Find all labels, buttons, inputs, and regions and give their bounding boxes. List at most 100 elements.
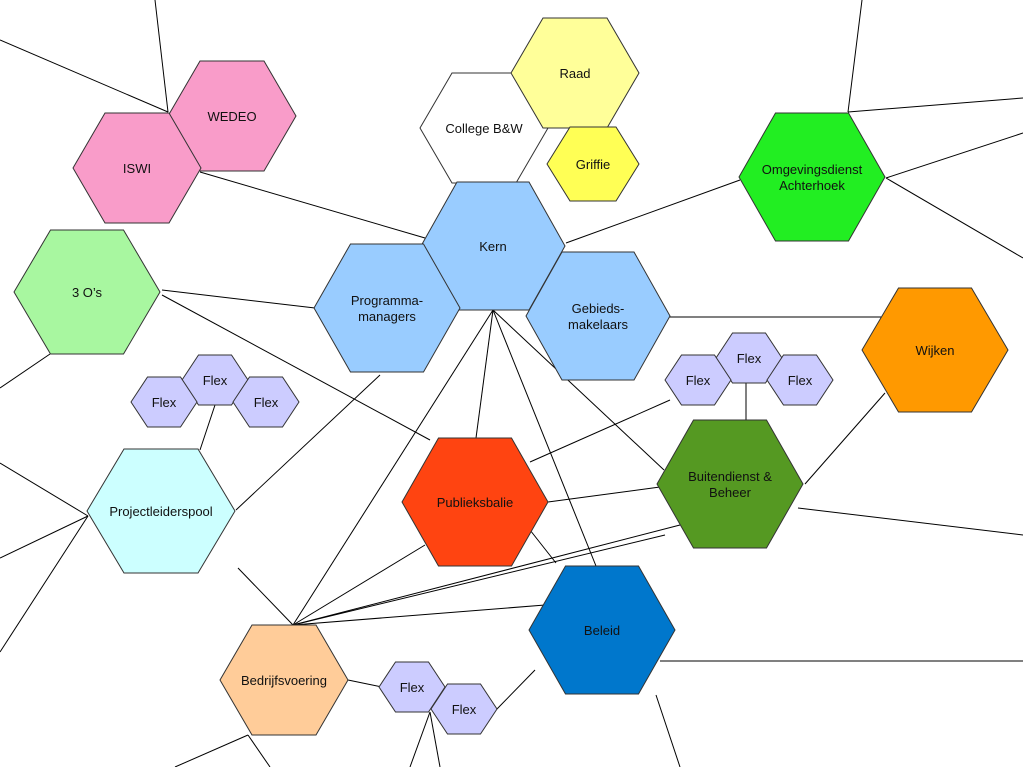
- node-label: Wijken: [915, 343, 954, 358]
- node-label: College B&W: [445, 121, 523, 136]
- hexagon-shape: [510, 17, 640, 129]
- connector: [797, 507, 1023, 536]
- node-label: Kern: [479, 239, 506, 254]
- node-flex-bd-top: Flex: [715, 332, 783, 384]
- connector: [565, 179, 741, 244]
- hexagon-shape: [546, 126, 640, 202]
- connector: [655, 694, 681, 767]
- hexagon-shape: [766, 354, 834, 406]
- connector: [292, 534, 666, 626]
- node-label: Beheer: [709, 485, 752, 500]
- connector: [292, 309, 494, 626]
- node-label: Bedrijfsvoering: [241, 673, 327, 688]
- connector: [847, 97, 1023, 113]
- node-label: Gebieds-: [572, 301, 625, 316]
- node-label: Griffie: [576, 157, 610, 172]
- connector: [237, 567, 294, 626]
- node-label: Flex: [686, 373, 711, 388]
- connector: [161, 294, 431, 441]
- connector: [347, 679, 383, 688]
- hexagon-shape: [664, 354, 732, 406]
- connector: [154, 0, 169, 113]
- hexagon-shape: [528, 565, 676, 695]
- node-griffie: Griffie: [546, 126, 640, 202]
- connector: [161, 289, 316, 309]
- connector: [292, 524, 681, 626]
- hexagon-shape: [130, 376, 198, 428]
- connector: [547, 486, 661, 503]
- node-label: managers: [358, 309, 416, 324]
- connector: [247, 734, 271, 767]
- node-label: Flex: [452, 702, 477, 717]
- connector: [804, 392, 886, 485]
- node-flex-bv-2: Flex: [430, 683, 498, 735]
- node-gebieds: Gebieds-makelaars: [525, 251, 671, 381]
- node-label: Flex: [400, 680, 425, 695]
- connector: [495, 669, 536, 711]
- hexagon-shape: [861, 287, 1009, 413]
- node-label: Programma-: [351, 293, 423, 308]
- hexagon-shape: [167, 60, 297, 172]
- hexagon-shape: [401, 437, 549, 567]
- connector: [475, 309, 494, 439]
- node-programma: Programma-managers: [313, 243, 461, 373]
- node-beleid: Beleid: [528, 565, 676, 695]
- hexagon-shape: [86, 448, 236, 574]
- hexagon-shape: [430, 683, 498, 735]
- connector: [292, 544, 426, 626]
- node-flex-pl-right: Flex: [232, 376, 300, 428]
- connector: [199, 171, 426, 239]
- node-iswi: ISWI: [72, 112, 202, 224]
- hexagon-shape: [656, 419, 804, 549]
- node-label: Buitendienst &: [688, 469, 772, 484]
- connector: [529, 399, 671, 463]
- node-label: Projectleiderspool: [109, 504, 212, 519]
- hexagon-shape: [13, 229, 161, 355]
- node-label: Omgevingsdienst: [762, 162, 863, 177]
- node-flex-bv-1: Flex: [378, 661, 446, 713]
- connector: [0, 515, 89, 653]
- connector: [199, 404, 216, 451]
- hexagon-shape: [525, 251, 671, 381]
- node-label: makelaars: [568, 317, 628, 332]
- hexagon-shape: [72, 112, 202, 224]
- connector: [292, 604, 546, 626]
- node-label: Achterhoek: [779, 178, 845, 193]
- hexagon-shape: [738, 112, 886, 242]
- node-buitendienst: Buitendienst &Beheer: [656, 419, 804, 549]
- node-wedeo: WEDEO: [167, 60, 297, 172]
- node-bedrijfsvoering: Bedrijfsvoering: [219, 624, 349, 736]
- node-label: ISWI: [123, 161, 151, 176]
- connector: [0, 39, 169, 113]
- hexagon-shape: [232, 376, 300, 428]
- node-kern: Kern: [420, 181, 566, 311]
- connector: [885, 132, 1023, 179]
- connector: [409, 711, 431, 767]
- node-raad: Raad: [510, 17, 640, 129]
- node-flex-pl-left: Flex: [130, 376, 198, 428]
- node-projectleiderspool: Projectleiderspool: [86, 448, 236, 574]
- node-college: College B&W: [419, 72, 549, 184]
- connector: [174, 734, 249, 767]
- connector: [492, 309, 665, 471]
- node-label: Publieksbalie: [437, 495, 514, 510]
- connector: [0, 353, 51, 389]
- connector: [0, 462, 89, 517]
- node-publieksbalie: Publieksbalie: [401, 437, 549, 567]
- node-wijken: Wijken: [861, 287, 1009, 413]
- hexagon-shape: [313, 243, 461, 373]
- node-label: Beleid: [584, 623, 620, 638]
- node-label: Flex: [788, 373, 813, 388]
- connector: [492, 309, 597, 567]
- node-label: Flex: [737, 351, 762, 366]
- node-label: Flex: [203, 373, 228, 388]
- node-label: Raad: [559, 66, 590, 81]
- node-label: 3 O’s: [72, 285, 103, 300]
- hexagon-shape: [219, 624, 349, 736]
- node-label: Flex: [152, 395, 177, 410]
